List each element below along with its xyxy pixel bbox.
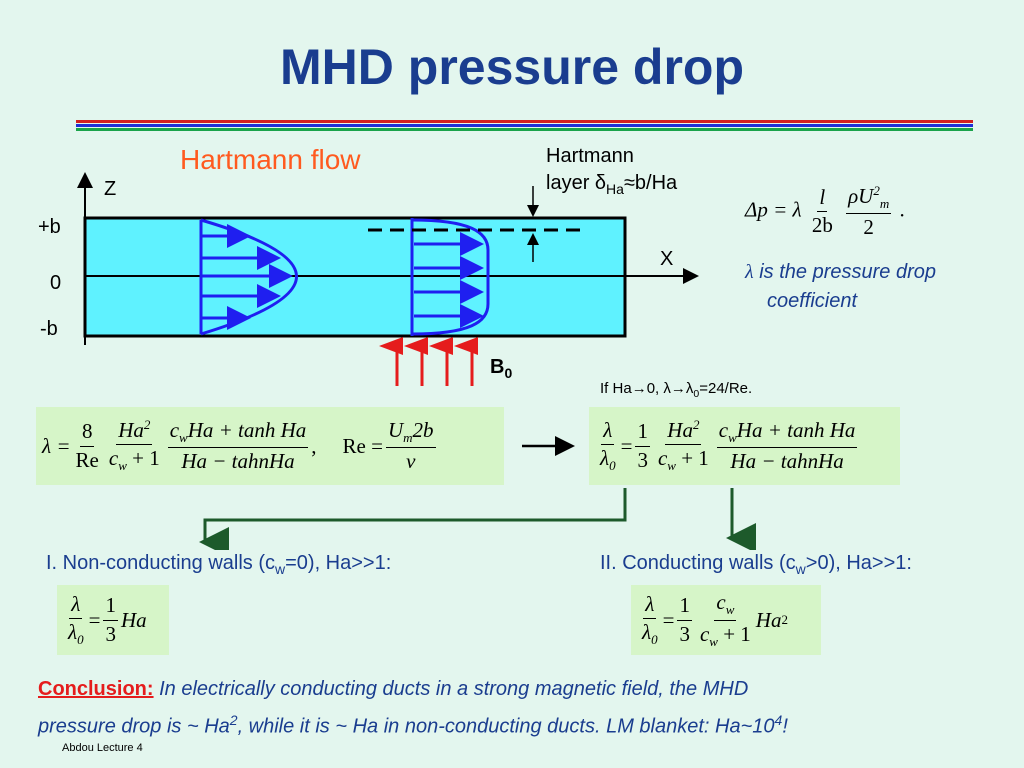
- case-connector-arrows: [199, 488, 756, 550]
- hartmann-velocity-profile: [410, 218, 490, 336]
- title-rule-red: [76, 120, 973, 123]
- conclusion-label: Conclusion:: [38, 678, 154, 700]
- page-title: MHD pressure drop: [280, 39, 744, 95]
- case-1-label: I. Non-conducting walls (cw=0), Ha>>1:: [46, 552, 392, 577]
- lambda-note: λ is the pressure drop coefficient: [745, 261, 936, 312]
- title-rule-green: [76, 128, 973, 131]
- title-rule-blue: [76, 124, 973, 127]
- implies-arrow: [522, 436, 575, 456]
- z-axis-label: Z: [104, 178, 117, 200]
- magnetic-field-arrows: [379, 337, 478, 386]
- case-2-label: II. Conducting walls (cw>0), Ha>>1:: [600, 552, 912, 577]
- hartmann-flow-diagram: [77, 172, 699, 386]
- footer-text: Abdou Lecture 4: [62, 742, 143, 754]
- conclusion: Conclusion: In electrically conducting d…: [38, 678, 788, 738]
- plus-b-label: +b: [38, 216, 61, 238]
- zero-label: 0: [50, 272, 62, 294]
- magnetic-field-label: B0: [490, 356, 513, 381]
- hartmann-flow-label: Hartmann flow: [180, 144, 361, 175]
- parabolic-velocity-profile: [199, 218, 298, 336]
- hartmann-layer-label: Hartmann layer δHa≈b/Ha: [546, 145, 678, 197]
- minus-b-label: -b: [40, 318, 58, 340]
- limit-note: If Ha→0, λ→λ0=24/Re.: [600, 380, 753, 400]
- x-axis-label: X: [660, 248, 674, 270]
